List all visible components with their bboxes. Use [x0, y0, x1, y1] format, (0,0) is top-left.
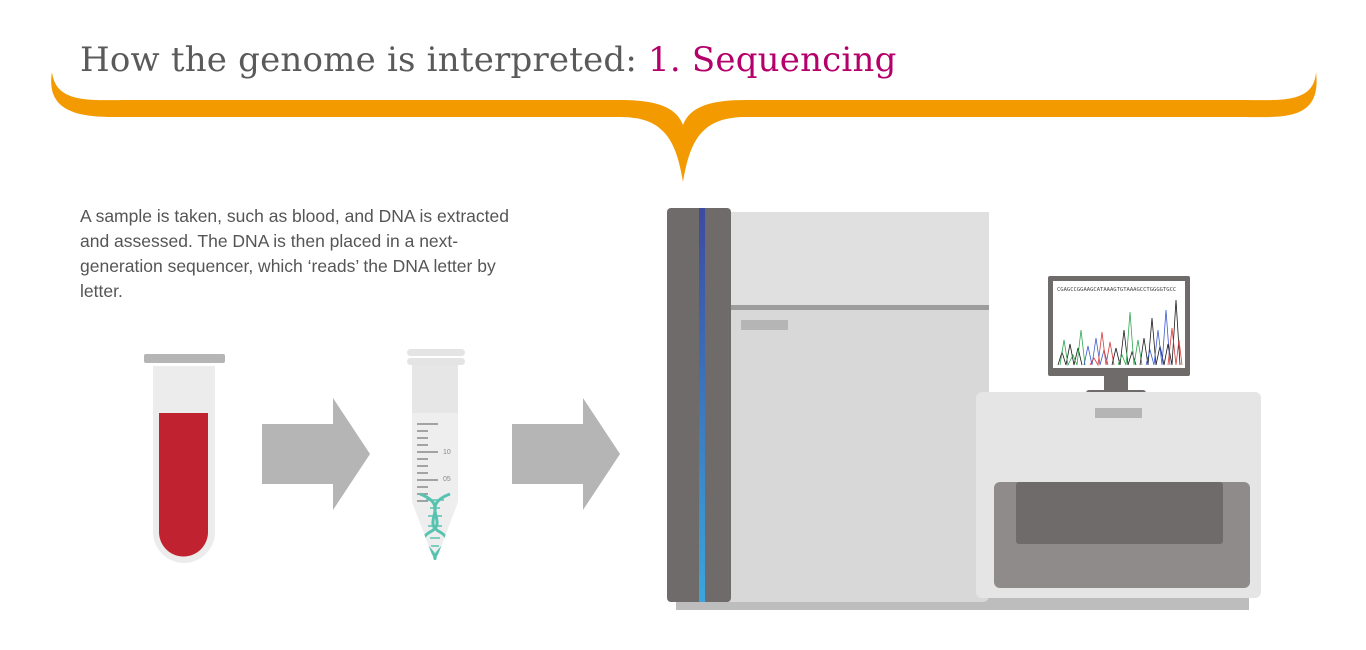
arrow-right-icon [512, 398, 620, 510]
title-highlight: 1. Sequencing [648, 40, 897, 80]
dna-helix-icon [419, 492, 451, 560]
screen-sequence: CGAGCCGGAAGCATAAAGTGTAAAGCCTGGGGTGCC [1057, 287, 1176, 293]
title-prefix: How the genome is interpreted: [80, 40, 649, 80]
dna-sample-tube-icon: 10 05 [407, 349, 465, 560]
sequencer-machine-icon: CGAGCCGGAAGCATAAAGTGTAAAGCCTGGGGTGCC [667, 208, 1261, 610]
arrow-right-icon [262, 398, 370, 510]
monitor-icon: CGAGCCGGAAGCATAAAGTGTAAAGCCTGGGGTGCC [1048, 276, 1190, 398]
tube-mark-10: 10 [443, 449, 451, 456]
blood-tube-icon [144, 354, 225, 563]
description-text: A sample is taken, such as blood, and DN… [80, 206, 509, 301]
page-title: How the genome is interpreted: 1. Sequen… [80, 40, 897, 80]
tube-mark-05: 05 [443, 476, 451, 483]
curly-brace-icon [51, 72, 1317, 182]
